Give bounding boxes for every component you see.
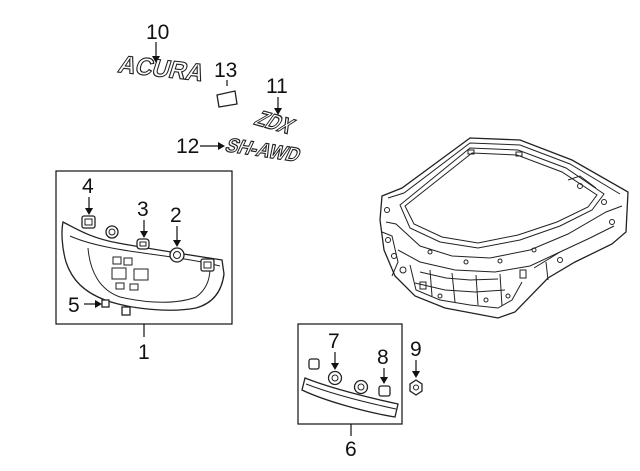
- clip-lower[interactable]: [121, 306, 131, 316]
- callout-5[interactable]: 5: [68, 294, 102, 317]
- screw-grommet[interactable]: [105, 225, 119, 239]
- callout-11[interactable]: 11: [266, 75, 288, 115]
- callout-label-7: 7: [328, 330, 340, 353]
- garnish-slot: [115, 282, 125, 290]
- callout-label-11: 11: [266, 75, 288, 98]
- garnish-slot: [133, 268, 149, 281]
- arrowhead-4: [85, 208, 93, 215]
- callout-8[interactable]: 8: [377, 346, 389, 384]
- callout-6[interactable]: 6: [345, 424, 357, 461]
- arrowhead-7: [331, 363, 339, 370]
- callout-label-13: 13: [214, 59, 237, 82]
- assembly-box-6: [297, 323, 403, 425]
- callout-label-4: 4: [82, 175, 94, 198]
- callout-label-3: 3: [137, 198, 149, 221]
- callout-9[interactable]: 9: [410, 338, 422, 378]
- callout-label-1: 1: [138, 341, 150, 364]
- tailgate-panel[interactable]: [379, 137, 629, 319]
- shawd-emblem[interactable]: SH-AWD: [221, 134, 305, 167]
- callout-2[interactable]: 2: [170, 204, 182, 247]
- grommet-molding[interactable]: [353, 379, 369, 395]
- label-plate[interactable]: [216, 90, 238, 108]
- callout-4[interactable]: 4: [82, 175, 94, 215]
- acura-emblem[interactable]: ACURA: [115, 51, 209, 88]
- callout-label-8: 8: [377, 346, 389, 369]
- garnish-slot: [111, 267, 127, 280]
- garnish-slot: [112, 256, 122, 265]
- callout-1[interactable]: 1: [138, 324, 150, 364]
- callout-label-5: 5: [68, 294, 80, 317]
- callout-label-9: 9: [410, 338, 422, 361]
- garnish-slot: [123, 257, 133, 266]
- callout-12[interactable]: 12: [176, 135, 225, 158]
- arrowhead-2: [173, 240, 181, 247]
- arrowhead-8: [380, 377, 388, 384]
- callout-3[interactable]: 3: [137, 198, 149, 238]
- garnish-slot: [129, 283, 139, 291]
- acura-emblem-text: ACURA: [115, 51, 208, 87]
- clip-8[interactable]: [378, 385, 391, 397]
- callout-7[interactable]: 7: [328, 330, 340, 370]
- lower-molding[interactable]: [301, 377, 399, 418]
- shawd-emblem-text: SH-AWD: [222, 135, 305, 167]
- clip-square-4[interactable]: [81, 215, 96, 229]
- clip-5[interactable]: [101, 299, 110, 308]
- clip-3[interactable]: [136, 238, 150, 250]
- callout-label-6: 6: [345, 438, 357, 461]
- zdx-emblem[interactable]: ZDX: [249, 107, 300, 139]
- arrowhead-3: [140, 231, 148, 238]
- callout-label-2: 2: [170, 204, 182, 227]
- grommet-7[interactable]: [327, 370, 343, 386]
- callout-13[interactable]: 13: [214, 59, 237, 86]
- arrowhead-12: [218, 142, 225, 150]
- clip-square-right[interactable]: [200, 258, 215, 272]
- arrowhead-11: [274, 108, 282, 115]
- arrowhead-9: [412, 371, 420, 378]
- arrowhead-5: [95, 300, 102, 308]
- clip-molding-left[interactable]: [308, 358, 320, 370]
- callout-label-12: 12: [176, 135, 199, 158]
- grommet-2[interactable]: [169, 247, 185, 263]
- arrowhead-10: [152, 56, 160, 63]
- callout-label-10: 10: [146, 21, 169, 44]
- callout-10[interactable]: 10: [146, 21, 169, 63]
- nut-9[interactable]: [409, 379, 423, 396]
- zdx-emblem-text: ZDX: [250, 107, 299, 138]
